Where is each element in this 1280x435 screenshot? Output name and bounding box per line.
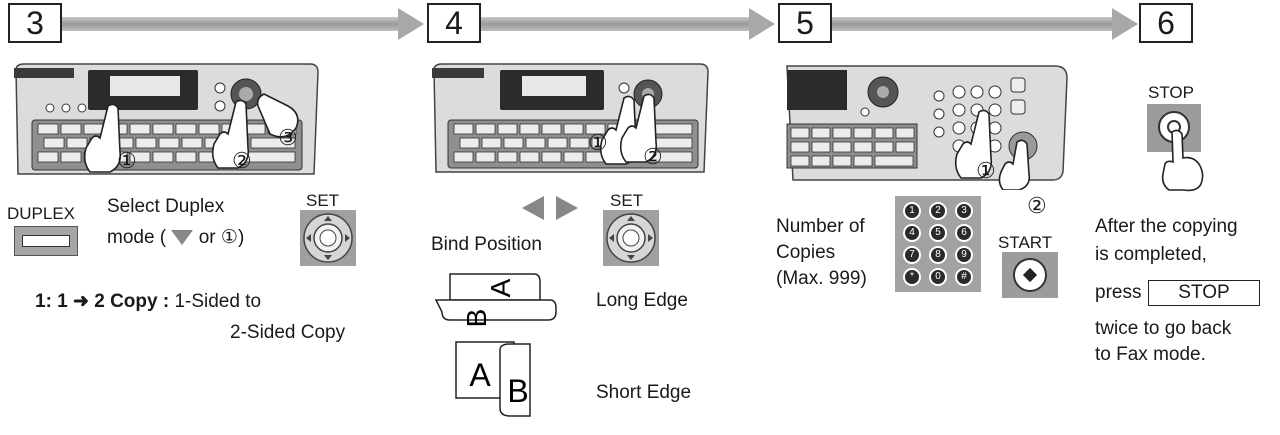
left-right-arrows-icon [520,196,580,220]
step-6-box: 6 [1139,3,1193,43]
select-duplex-mode-text: mode ( [107,227,167,248]
copies-line2: Copies [776,242,836,263]
copy-mode-bold: 1: 1 ➜ 2 Copy : [35,291,170,312]
step4-circle-1: ① [588,130,608,155]
keypad-key[interactable]: 5 [929,224,947,242]
step3-circle-1: ① [117,148,137,173]
long-edge-paper-icon: A B [430,264,560,332]
after-copy-line1: After the copying [1095,216,1238,237]
control-panel-step4 [428,62,710,180]
keypad-key-label: 3 [961,205,967,216]
step-4-number: 4 [445,5,463,41]
stop-button[interactable] [1147,104,1201,152]
start-label: START [998,233,1053,252]
keypad-key[interactable]: * [903,268,921,286]
after-copy-line2: is completed, [1095,244,1207,265]
select-duplex-line1: Select Duplex [107,196,225,217]
keypad-key-label: * [910,271,914,282]
keypad-key[interactable]: 3 [955,202,973,220]
svg-text:B: B [507,373,528,409]
long-edge-label: Long Edge [596,290,688,311]
step3-circle-3: ③ [278,125,298,150]
step4-set-label: SET [610,191,644,210]
duplex-label: DUPLEX [7,204,76,223]
down-triangle-icon [171,230,194,246]
svg-text:A: A [485,278,516,297]
step4-set-dial-icon[interactable] [603,210,659,266]
keypad-key[interactable]: 6 [955,224,973,242]
start-button[interactable] [1002,252,1058,298]
keypad-key-label: 0 [935,271,941,282]
control-panel-step3 [10,62,320,182]
step3-circle-2: ② [232,148,252,173]
duplex-button-face [22,235,70,247]
after-copy-line3: twice to go back [1095,318,1232,339]
copy-mode-description: 1: 1 ➜ 2 Copy : 1-Sided to [35,290,261,313]
number-keypad: 1 2 3 4 5 6 7 8 9 * 0 # [895,196,981,292]
keypad-key[interactable]: 2 [929,202,947,220]
keypad-key[interactable]: 7 [903,246,921,264]
start-button-face [1013,258,1047,292]
step-arrow-3-4 [62,17,400,31]
select-duplex-or: or [198,227,216,248]
keypad-key-label: 8 [935,249,941,260]
keypad-key[interactable]: 9 [955,246,973,264]
copy-mode-line1: 1-Sided to [174,291,262,312]
start-diamond-icon [1022,267,1038,283]
bind-position-label: Bind Position [431,234,542,255]
short-edge-label: Short Edge [596,382,692,403]
svg-text:A: A [469,357,491,393]
step-3-box: 3 [8,3,62,43]
keypad-key[interactable]: 1 [903,202,921,220]
stop-label: STOP [1148,83,1194,102]
select-duplex-circle-1: ① [220,227,238,248]
step-5-box: 5 [778,3,832,43]
keypad-key-label: 2 [935,205,941,216]
keypad-key-label: 5 [935,227,941,238]
step-4-box: 4 [427,3,481,43]
step5-circle-1: ① [976,158,996,183]
step4-circle-2: ② [643,144,663,169]
keypad-key[interactable]: 0 [929,268,947,286]
step-5-number: 5 [796,5,814,41]
control-panel-step5 [783,62,1071,190]
press-label: press [1095,282,1142,303]
keypad-key[interactable]: # [955,268,973,286]
keypad-key[interactable]: 4 [903,224,921,242]
step3-set-dial-icon[interactable] [300,210,356,266]
step-arrow-5-6 [832,17,1114,31]
stop-key-inline: STOP [1148,280,1260,306]
pressing-hand-icon [1150,128,1210,192]
after-copy-line4: to Fax mode. [1095,344,1206,365]
step-arrow-head-3-4 [398,8,424,40]
stop-key-inline-label: STOP [1178,282,1230,303]
step3-set-label: SET [306,191,340,210]
keypad-key-label: 7 [909,249,915,260]
duplex-button[interactable] [14,226,78,256]
step-6-number: 6 [1157,5,1175,41]
step5-circle-2: ② [1027,193,1047,218]
keypad-key-label: 4 [909,227,915,238]
step-3-number: 3 [26,5,44,41]
keypad-key-label: 9 [961,249,967,260]
copies-line3: (Max. 999) [776,268,867,289]
select-duplex-line2: mode ( or ①) [107,226,244,249]
short-edge-paper-icon: A B [450,340,560,418]
keypad-key-label: # [961,271,967,282]
step-arrow-head-5-6 [1112,8,1138,40]
keypad-key-label: 1 [909,205,915,216]
svg-text:B: B [461,309,492,328]
copy-mode-line2: 2-Sided Copy [230,322,346,343]
step-arrow-4-5 [481,17,751,31]
step-arrow-head-4-5 [749,8,775,40]
keypad-key[interactable]: 8 [929,246,947,264]
keypad-key-label: 6 [961,227,967,238]
copies-line1: Number of [776,216,865,237]
select-duplex-close: ) [237,227,245,248]
